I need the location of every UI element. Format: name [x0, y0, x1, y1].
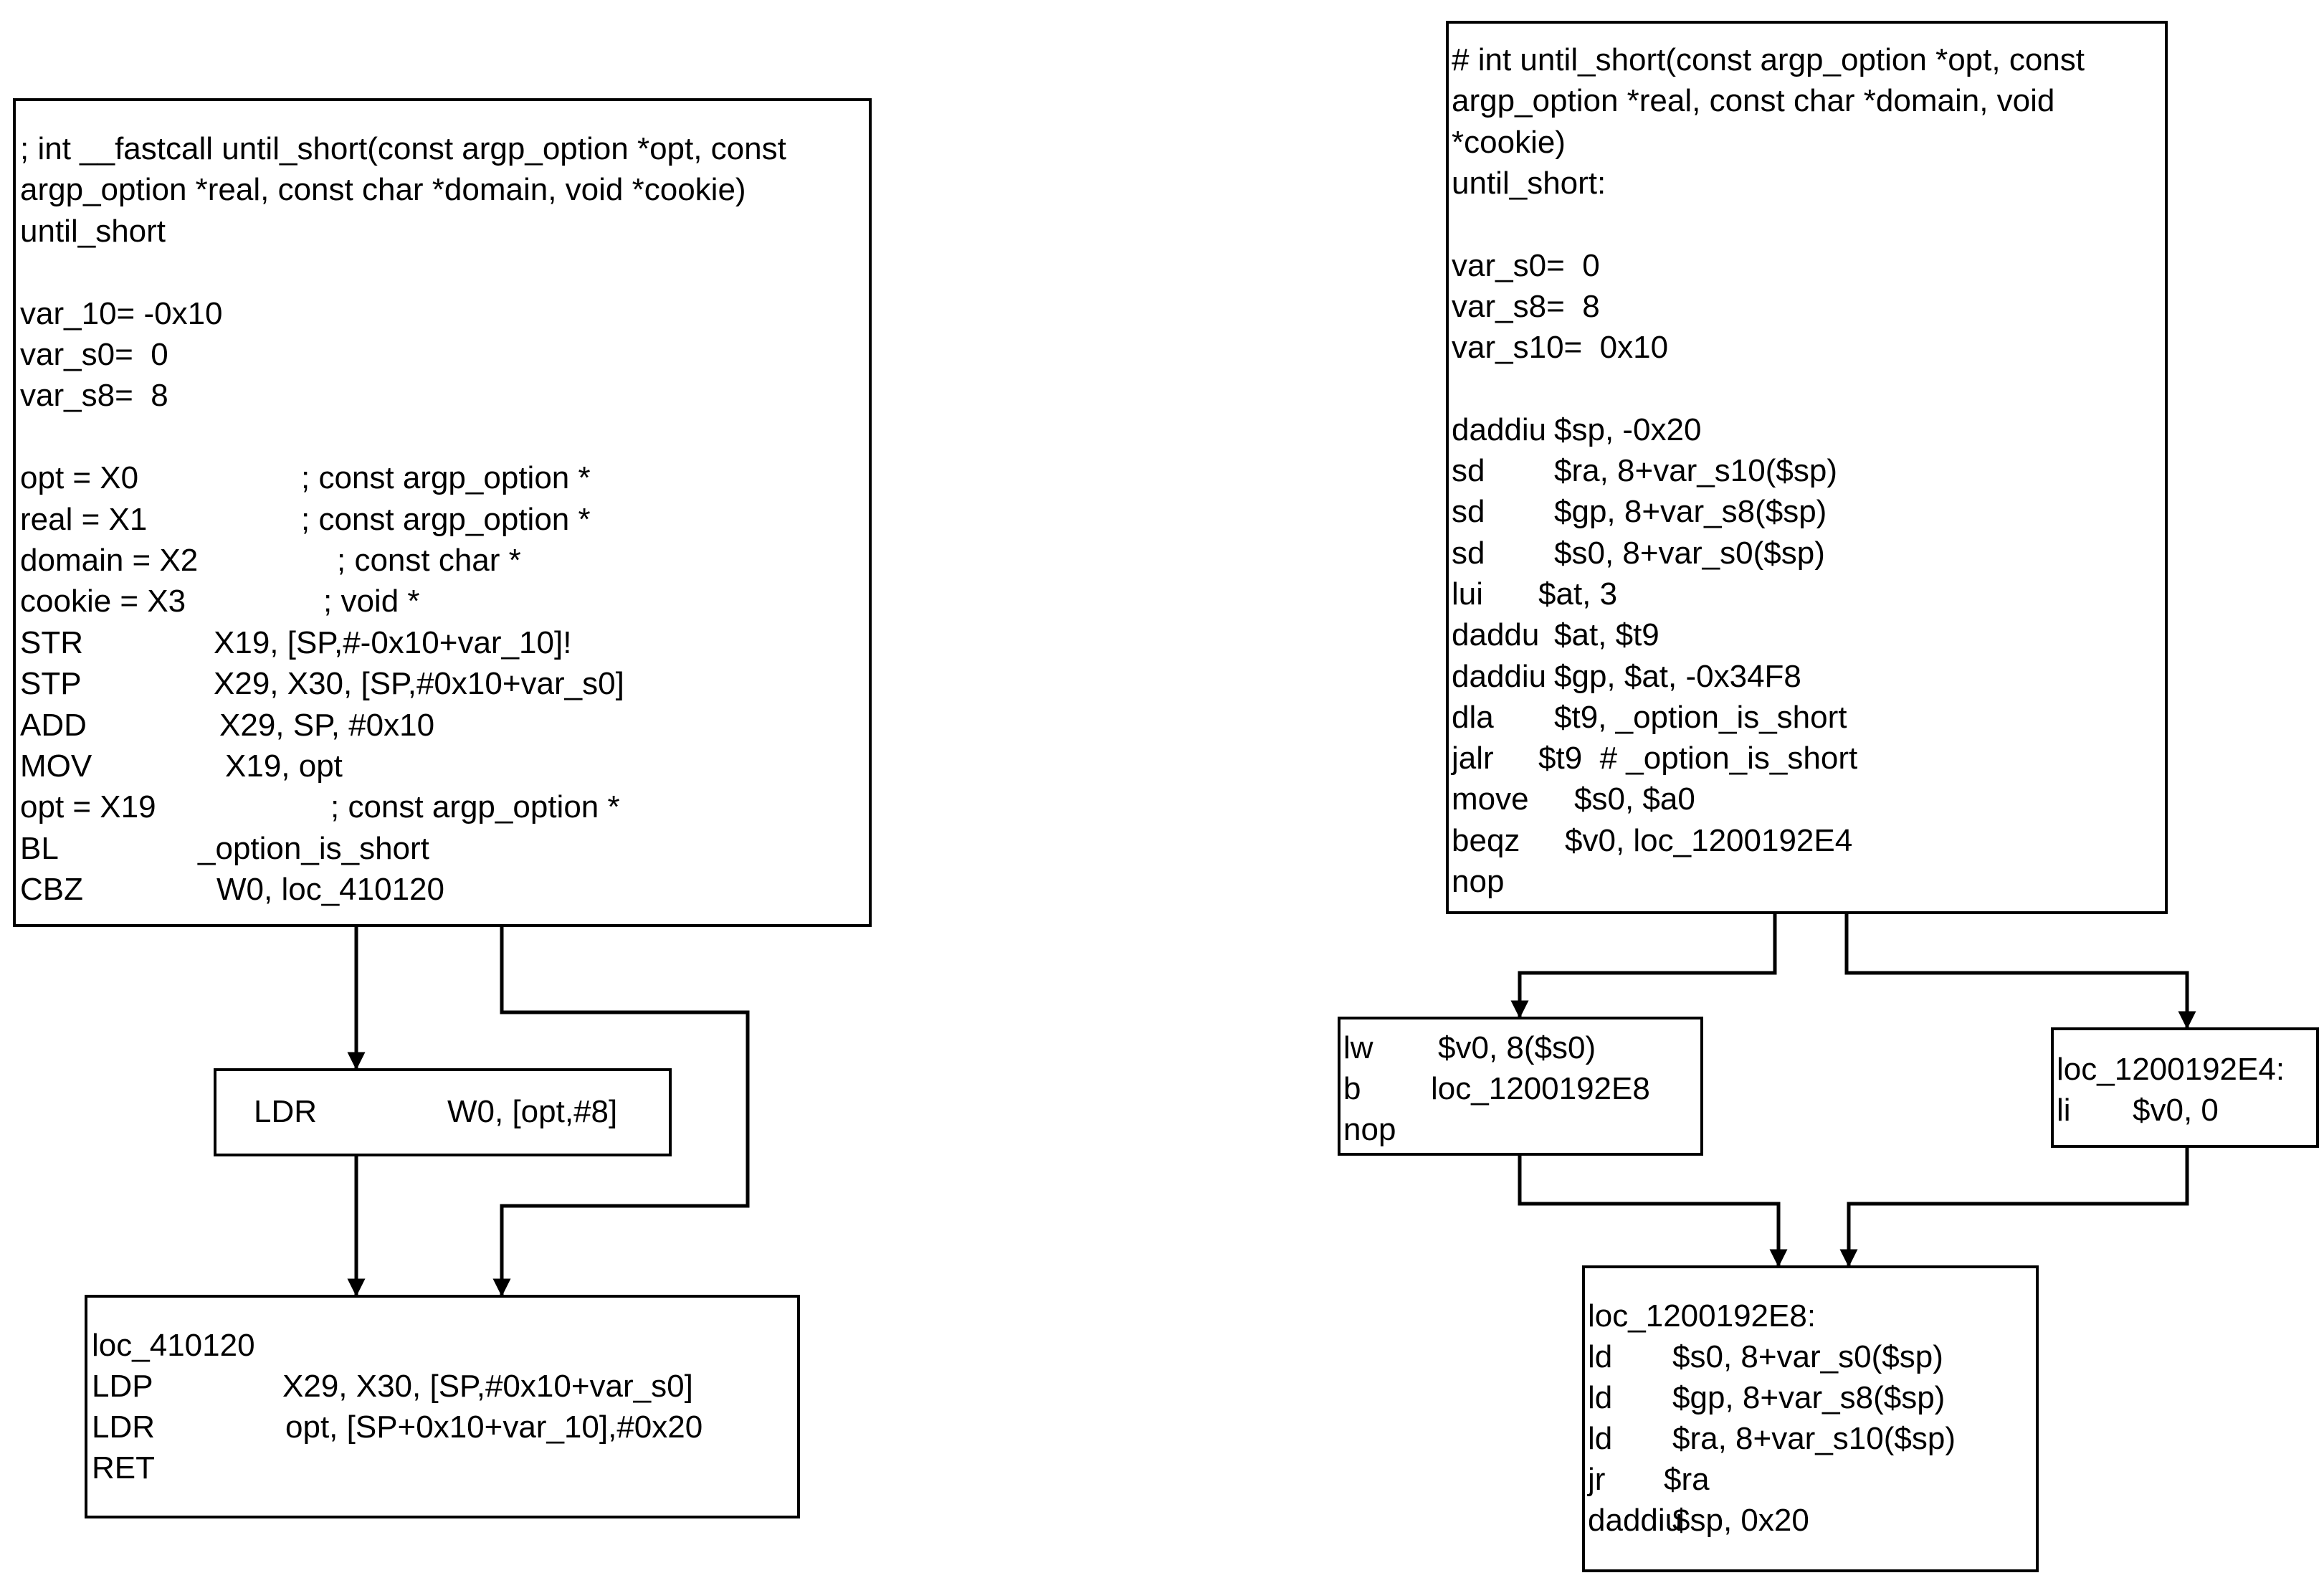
asm-mnemonic: cookie = X3 [20, 584, 186, 619]
asm-line: var_s8= 8 [1452, 288, 1600, 324]
asm-mnemonic: MOV [20, 748, 92, 784]
asm-operands: $v0, 0 [2133, 1093, 2219, 1128]
asm-operands: X29, X30, [SP,#0x10+var_s0] [282, 1369, 693, 1404]
arm64-entry-block: ; int __fastcall until_short(const argp_… [13, 98, 872, 927]
asm-mnemonic: ld [1588, 1421, 1613, 1456]
asm-line: # int until_short(const argp_option *opt… [1452, 42, 2085, 77]
asm-operands: W0, [opt,#8] [447, 1094, 618, 1129]
asm-mnemonic: jr [1588, 1462, 1606, 1497]
asm-operands: $at, 3 [1538, 576, 1618, 612]
asm-mnemonic: daddu [1452, 617, 1540, 653]
asm-line: argp_option *real, const char *domain, v… [1452, 83, 2055, 119]
asm-line: var_s0= 0 [20, 337, 168, 372]
asm-mnemonic: beqz [1452, 822, 1520, 858]
asm-operands: ; const char * [337, 543, 521, 578]
asm-mnemonic: daddiu [1452, 658, 1547, 694]
asm-mnemonic: lw [1343, 1030, 1373, 1065]
asm-mnemonic: lui [1452, 576, 1484, 612]
asm-line: ; int __fastcall until_short(const argp_… [20, 131, 786, 166]
asm-operands: $ra, 8+var_s10($sp) [1554, 453, 1837, 488]
asm-operands: $t9, _option_is_short [1554, 699, 1847, 735]
asm-operands: X19, opt [225, 748, 343, 784]
asm-operands: $s0, $a0 [1574, 781, 1695, 817]
asm-operands: X29, SP, #0x10 [219, 707, 435, 743]
asm-line: until_short: [1452, 165, 1606, 201]
asm-mnemonic: domain = X2 [20, 543, 199, 578]
asm-operands: $gp, 8+var_s8($sp) [1554, 494, 1827, 530]
asm-operands: opt, [SP+0x10+var_10],#0x20 [285, 1410, 703, 1445]
asm-operands: $v0, 8($s0) [1438, 1030, 1596, 1065]
asm-mnemonic: ADD [20, 707, 87, 743]
asm-mnemonic: sd [1452, 494, 1485, 530]
asm-mnemonic: daddiu [1588, 1503, 1683, 1538]
arm64-ldr-block: LDR W0, [opt,#8] [214, 1068, 672, 1156]
asm-mnemonic: STP [20, 666, 82, 702]
asm-line: nop [1452, 864, 1505, 899]
asm-mnemonic: opt = X19 [20, 789, 156, 825]
asm-line: var_s8= 8 [20, 378, 168, 414]
asm-operands: ; const argp_option * [301, 460, 591, 496]
asm-line: nop [1343, 1112, 1396, 1147]
asm-mnemonic: CBZ [20, 872, 83, 908]
asm-operands: W0, loc_410120 [216, 872, 444, 908]
asm-operands: ; const argp_option * [330, 789, 620, 825]
asm-mnemonic: ld [1588, 1380, 1613, 1415]
edge-arm-entry-to-exit [492, 927, 750, 1297]
asm-operands: $s0, 8+var_s0($sp) [1672, 1339, 1943, 1374]
asm-operands: _option_is_short [198, 830, 429, 866]
asm-mnemonic: LDR [92, 1410, 156, 1445]
asm-operands: $ra, 8+var_s10($sp) [1672, 1421, 1956, 1456]
asm-mnemonic: sd [1452, 535, 1485, 571]
asm-mnemonic: jalr [1452, 741, 1494, 776]
asm-line: var_s10= 0x10 [1452, 330, 1669, 366]
asm-line: loc_1200192E4: [2057, 1052, 2285, 1087]
asm-line: until_short [20, 213, 166, 249]
asm-operands: $gp, $at, -0x34F8 [1554, 658, 1801, 694]
asm-mnemonic: b [1343, 1071, 1361, 1106]
asm-operands: X19, [SP,#-0x10+var_10]! [214, 624, 572, 660]
asm-operands: $gp, 8+var_s8($sp) [1672, 1380, 1946, 1415]
asm-operands: $at, $t9 [1554, 617, 1659, 653]
asm-mnemonic: ld [1588, 1339, 1613, 1374]
edge-mips-entry-to-li [1844, 914, 2196, 1030]
asm-line: loc_410120 [92, 1328, 255, 1363]
asm-mnemonic: move [1452, 781, 1529, 817]
mips64-li-block: loc_1200192E4:li $v0, 0 [2051, 1027, 2319, 1148]
asm-operands: loc_1200192E8 [1431, 1071, 1650, 1106]
asm-mnemonic: LDP [92, 1369, 153, 1404]
mips64-exit-block: loc_1200192E8:ld$s0, 8+var_s0($sp)ld$gp,… [1582, 1265, 2039, 1572]
asm-mnemonic: real = X1 [20, 501, 148, 537]
asm-mnemonic: dla [1452, 699, 1494, 735]
asm-mnemonic: daddiu [1452, 412, 1547, 447]
asm-line: RET [92, 1450, 155, 1485]
asm-line: *cookie) [1452, 124, 1566, 160]
asm-operands: $sp, -0x20 [1554, 412, 1702, 447]
asm-line: var_10= -0x10 [20, 295, 223, 331]
asm-mnemonic: LDR [254, 1094, 318, 1129]
asm-operands: ; void * [323, 584, 420, 619]
asm-line: argp_option *real, const char *domain, v… [20, 172, 746, 208]
asm-operands: ; const argp_option * [301, 501, 591, 537]
mips64-entry-block: # int until_short(const argp_option *opt… [1446, 21, 2168, 914]
asm-operands: $t9 # _option_is_short [1538, 741, 1858, 776]
asm-operands: $v0, loc_1200192E4 [1565, 822, 1853, 858]
edge-mips-entry-to-lw [1510, 914, 1777, 1019]
edge-mips-lw-to-exit [1518, 1156, 1788, 1268]
asm-mnemonic: BL [20, 830, 59, 866]
asm-operands: $sp, 0x20 [1672, 1503, 1809, 1538]
asm-operands: $s0, 8+var_s0($sp) [1554, 535, 1825, 571]
asm-mnemonic: sd [1452, 453, 1485, 488]
asm-operands: X29, X30, [SP,#0x10+var_s0] [214, 666, 624, 702]
asm-line: var_s0= 0 [1452, 247, 1600, 283]
edge-mips-li-to-exit [1839, 1148, 2189, 1268]
asm-mnemonic: STR [20, 624, 83, 660]
asm-mnemonic: li [2057, 1093, 2071, 1128]
asm-operands: $ra [1664, 1462, 1710, 1497]
asm-mnemonic: opt = X0 [20, 460, 139, 496]
asm-line: loc_1200192E8: [1588, 1298, 1816, 1334]
